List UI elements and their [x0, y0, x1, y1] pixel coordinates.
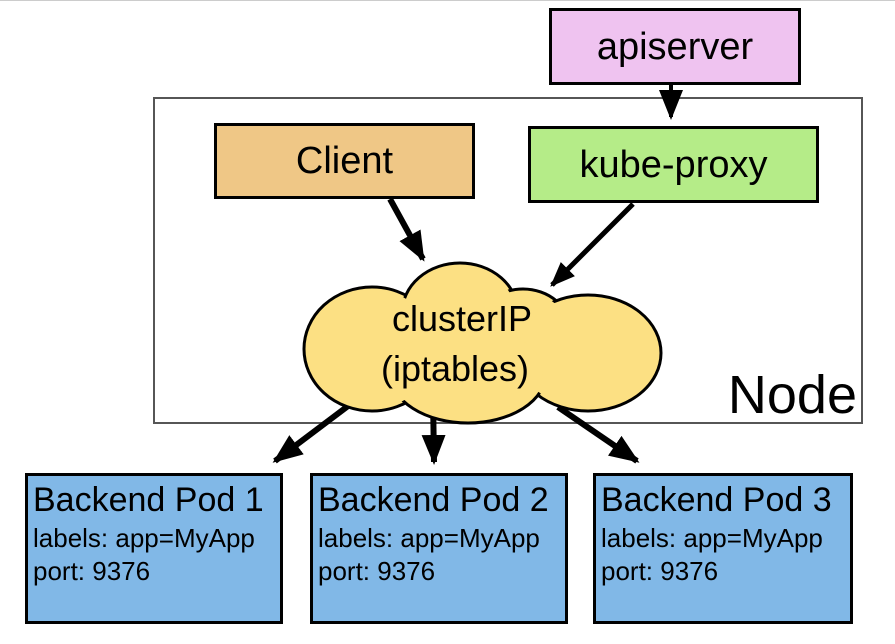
pod-labels-line: labels: app=MyApp: [601, 523, 823, 553]
apiserver-box: apiserver: [549, 8, 801, 85]
apiserver-label: apiserver: [596, 25, 754, 68]
client-box: Client: [214, 123, 475, 199]
kube-proxy-label: kube-proxy: [579, 143, 768, 186]
pod-port-line: port: 9376: [318, 556, 436, 586]
backend-pod-2: Backend Pod 2 labels: app=MyApp port: 93…: [310, 473, 568, 624]
pod-labels-line: labels: app=MyApp: [318, 523, 540, 553]
kube-proxy-box: kube-proxy: [528, 126, 819, 203]
node-label: Node: [727, 365, 857, 425]
backend-pod-1: Backend Pod 1 labels: app=MyApp port: 93…: [25, 473, 283, 624]
pod-title: Backend Pod 2: [318, 481, 549, 519]
pod-title: Backend Pod 1: [33, 481, 264, 519]
client-label: Client: [295, 140, 394, 182]
pod-labels-line: labels: app=MyApp: [33, 523, 255, 553]
pod-title: Backend Pod 3: [601, 481, 832, 519]
pod-port-line: port: 9376: [601, 556, 719, 586]
pod-port-line: port: 9376: [33, 556, 151, 586]
backend-pod-3: Backend Pod 3 labels: app=MyApp port: 93…: [593, 473, 853, 624]
